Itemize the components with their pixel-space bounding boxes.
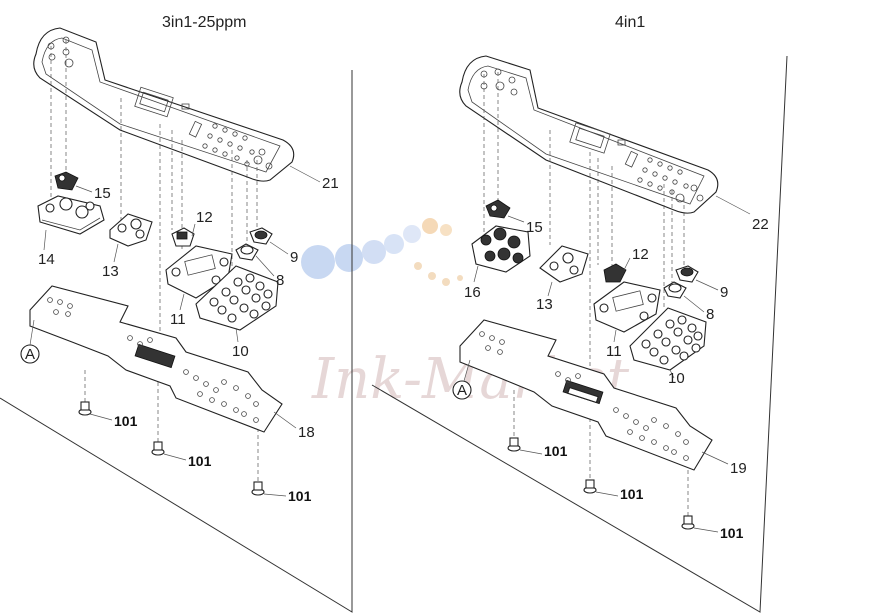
left-label-18: 18 bbox=[298, 424, 315, 441]
left-screw-2 bbox=[151, 441, 165, 456]
right-frame bbox=[371, 55, 788, 613]
left-label-8: 8 bbox=[276, 272, 284, 289]
left-part-15 bbox=[54, 171, 79, 191]
right-label-19: 19 bbox=[730, 460, 747, 477]
right-panel-title: 4in1 bbox=[615, 14, 645, 31]
left-label-11: 11 bbox=[170, 311, 186, 328]
left-screw-3 bbox=[251, 481, 265, 496]
left-part-10-keypad bbox=[195, 265, 279, 331]
left-label-10: 10 bbox=[232, 343, 249, 360]
left-part-14 bbox=[37, 195, 105, 235]
right-part-9 bbox=[675, 265, 699, 283]
left-part-9 bbox=[249, 227, 273, 245]
right-screw-3 bbox=[681, 515, 695, 530]
left-label-13: 13 bbox=[102, 263, 119, 280]
right-part-12 bbox=[603, 263, 627, 283]
right-label-screw-3: 101 bbox=[720, 525, 744, 541]
right-part-13 bbox=[539, 245, 589, 283]
right-part-16 bbox=[471, 225, 531, 273]
right-part-11 bbox=[593, 281, 661, 333]
left-screw-1 bbox=[78, 401, 92, 416]
left-label-12: 12 bbox=[196, 209, 213, 226]
left-ref-a: A bbox=[25, 346, 35, 363]
right-pcb-board bbox=[459, 319, 713, 471]
right-label-15: 15 bbox=[526, 219, 543, 236]
left-label-14: 14 bbox=[38, 251, 55, 268]
right-label-11: 11 bbox=[606, 343, 622, 360]
left-pcb-board bbox=[29, 285, 283, 433]
right-part-8 bbox=[663, 281, 687, 299]
right-part-15 bbox=[485, 199, 511, 219]
left-frame bbox=[0, 70, 353, 613]
right-label-screw-1: 101 bbox=[544, 443, 568, 459]
left-label-15: 15 bbox=[94, 185, 111, 202]
right-ref-a: A bbox=[457, 382, 467, 399]
right-label-10: 10 bbox=[668, 370, 685, 387]
left-label-9: 9 bbox=[290, 249, 298, 266]
left-panel-title: 3in1-25ppm bbox=[162, 14, 247, 31]
right-screw-2 bbox=[583, 479, 597, 494]
left-label-screw-1: 101 bbox=[114, 413, 138, 429]
left-label-screw-3: 101 bbox=[288, 488, 312, 504]
right-screw-1 bbox=[507, 437, 521, 452]
right-control-panel-cover bbox=[459, 55, 719, 214]
watermark-logo bbox=[301, 218, 463, 286]
right-label-screw-2: 101 bbox=[620, 486, 644, 502]
left-control-panel-cover bbox=[33, 27, 295, 182]
left-part-8 bbox=[235, 243, 259, 261]
left-part-13 bbox=[109, 213, 153, 247]
right-label-22: 22 bbox=[752, 216, 769, 233]
left-part-12 bbox=[171, 227, 195, 247]
right-part-10-keypad bbox=[629, 307, 707, 371]
right-label-8: 8 bbox=[706, 306, 714, 323]
right-ref-a-circle bbox=[452, 380, 472, 400]
left-label-screw-2: 101 bbox=[188, 453, 212, 469]
left-label-21: 21 bbox=[322, 175, 339, 192]
right-label-12: 12 bbox=[632, 246, 649, 263]
right-label-13: 13 bbox=[536, 296, 553, 313]
right-label-9: 9 bbox=[720, 284, 728, 301]
right-label-16: 16 bbox=[464, 284, 481, 301]
